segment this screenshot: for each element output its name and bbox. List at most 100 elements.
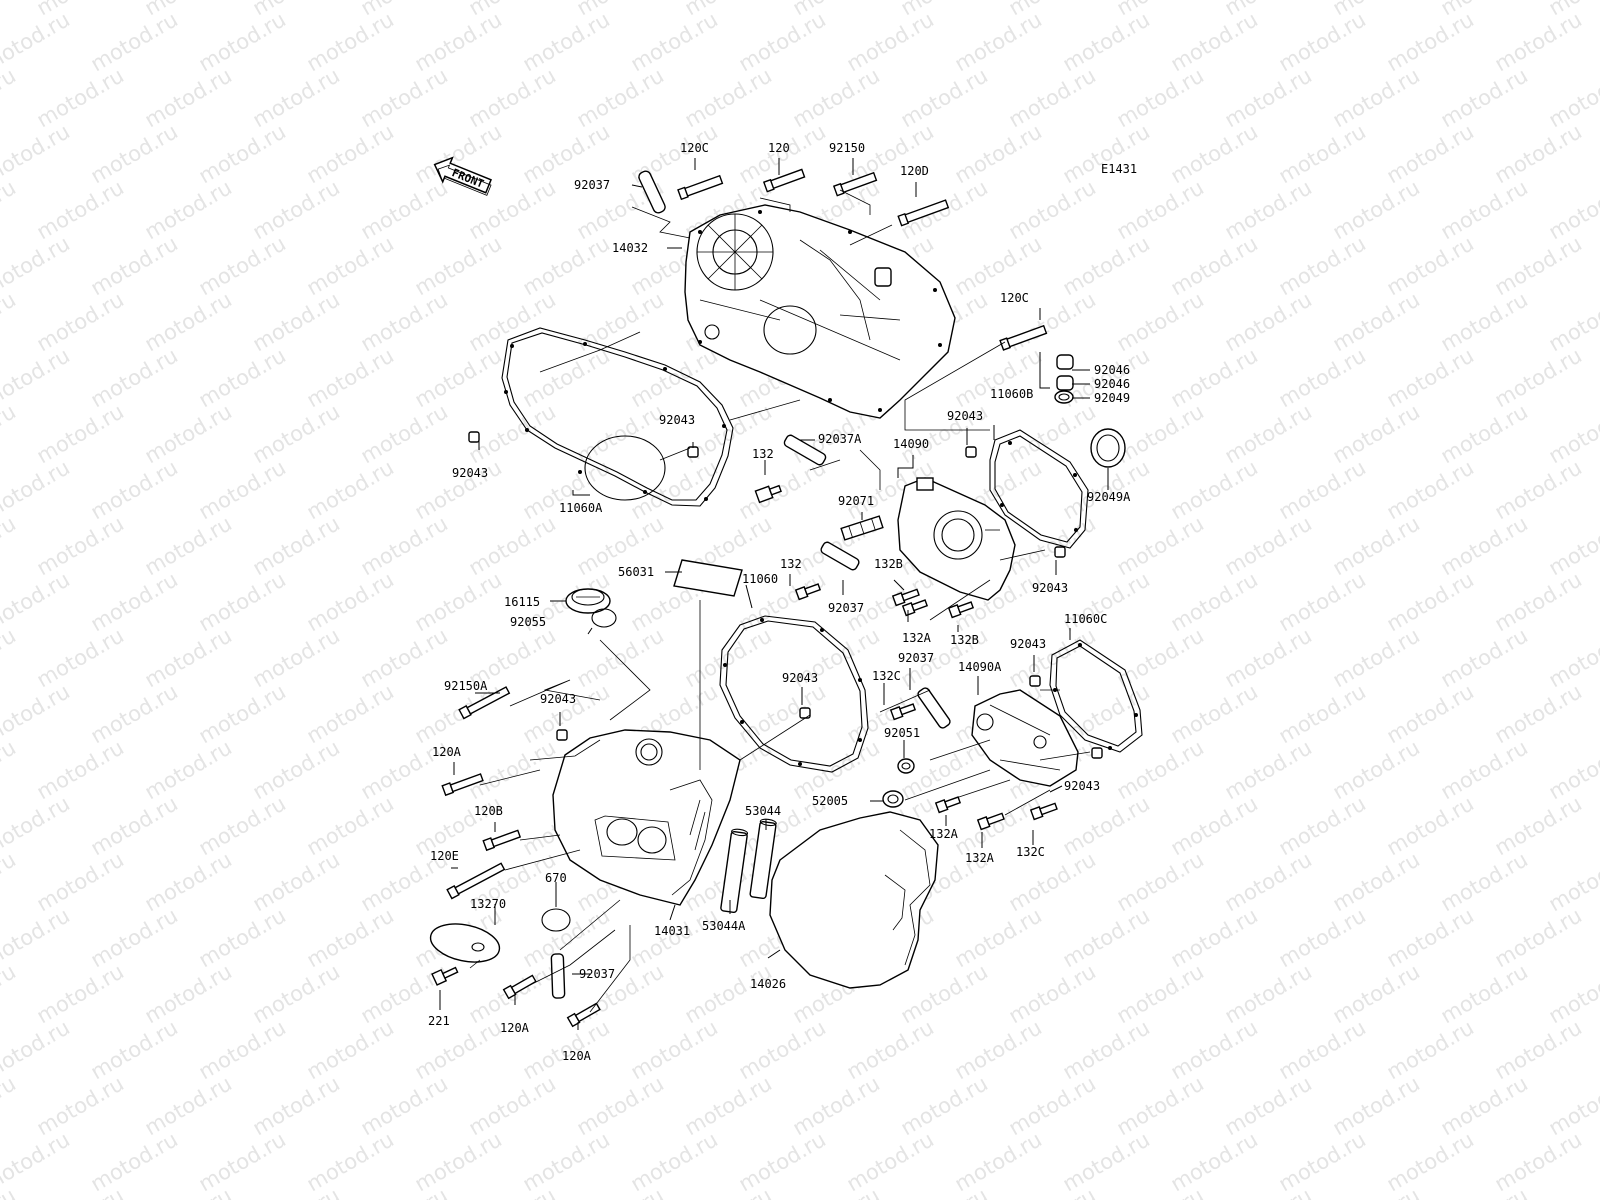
watermark-text: motod.ru — [141, 1183, 236, 1200]
label-13270: 13270 — [470, 897, 506, 911]
watermark-text: motod.ru — [0, 1015, 74, 1084]
watermark-text: motod.ru — [141, 399, 236, 468]
watermark-text: motod.ru — [681, 1071, 776, 1140]
label-92049: 92049 — [1094, 391, 1130, 405]
label-plate-56031 — [673, 559, 743, 597]
label-132B-b: 132B — [950, 633, 979, 647]
label-92037-r: 92037 — [898, 651, 934, 665]
watermark-text: motod.ru — [195, 119, 290, 188]
label-52005: 52005 — [812, 794, 848, 808]
watermark-text: motod.ru — [0, 903, 74, 972]
watermark-text: motod.ru — [33, 511, 128, 580]
watermark-text: motod.ru — [1491, 119, 1586, 188]
watermark-text: motod.ru — [195, 7, 290, 76]
watermark-text: motod.ru — [357, 287, 452, 356]
spacers-92046 — [1054, 354, 1074, 404]
watermark-text: motod.ru — [1491, 455, 1586, 524]
watermark-text: motod.ru — [789, 1183, 884, 1200]
watermark-text: motod.ru — [141, 959, 236, 1028]
watermark-text: motod.ru — [33, 959, 128, 1028]
watermark-text: motod.ru — [1005, 1183, 1100, 1200]
cover-14090A — [971, 689, 1079, 787]
watermark-text: motod.ru — [0, 1071, 20, 1140]
watermark-text: motod.ru — [1383, 7, 1478, 76]
label-92046-a: 92046 — [1094, 363, 1130, 377]
watermark-text: motod.ru — [1329, 175, 1424, 244]
watermark-text: motod.ru — [357, 511, 452, 580]
label-670: 670 — [545, 871, 567, 885]
watermark-text: motod.ru — [627, 7, 722, 76]
watermark-text: motod.ru — [87, 567, 182, 636]
watermark-text: motod.ru — [1437, 511, 1532, 580]
bolts-mid — [794, 583, 1058, 831]
watermark-text: motod.ru — [1329, 287, 1424, 356]
watermark-text: motod.ru — [0, 735, 20, 804]
watermark-text: motod.ru — [0, 623, 20, 692]
watermark-text: motod.ru — [411, 567, 506, 636]
watermark-text: motod.ru — [249, 623, 344, 692]
watermark-text: motod.ru — [0, 791, 74, 860]
watermark-text: motod.ru — [303, 1015, 398, 1084]
watermark-text: motod.ru — [951, 231, 1046, 300]
watermark-text: motod.ru — [1383, 1015, 1478, 1084]
watermark-text: motod.ru — [0, 175, 20, 244]
watermark-text: motod.ru — [1005, 959, 1100, 1028]
watermark-text: motod.ru — [843, 1015, 938, 1084]
label-14031: 14031 — [654, 924, 690, 938]
small-parts-right — [882, 687, 951, 808]
watermark-text: motod.ru — [573, 287, 668, 356]
watermark-text: motod.ru — [87, 455, 182, 524]
watermark-text: motod.ru — [573, 63, 668, 132]
watermark-text: motod.ru — [1437, 1183, 1532, 1200]
watermark-text: motod.ru — [735, 679, 830, 748]
watermark-text: motod.ru — [1383, 1127, 1478, 1196]
watermark-text: motod.ru — [303, 791, 398, 860]
watermark-text: motod.ru — [195, 1015, 290, 1084]
watermark-text: motod.ru — [1167, 903, 1262, 972]
watermark-text: motod.ru — [141, 511, 236, 580]
watermark-text: motod.ru — [1491, 679, 1586, 748]
gasket-11060B — [989, 429, 1089, 549]
watermark-text: motod.ru — [465, 1071, 560, 1140]
watermark-text: motod.ru — [0, 847, 20, 916]
watermark-text: motod.ru — [1329, 1183, 1424, 1200]
watermark-text: motod.ru — [0, 7, 74, 76]
watermark-text: motod.ru — [1059, 231, 1154, 300]
watermark-text: motod.ru — [1005, 1071, 1100, 1140]
watermark-text: motod.ru — [1113, 511, 1208, 580]
watermark-text: motod.ru — [1167, 455, 1262, 524]
watermark-text: motod.ru — [1005, 175, 1100, 244]
watermark-text: motod.ru — [141, 735, 236, 804]
label-92037-mid: 92037 — [828, 601, 864, 615]
watermark-text: motod.ru — [1329, 735, 1424, 804]
label-132A-a: 132A — [902, 631, 932, 645]
watermark-text: motod.ru — [843, 7, 938, 76]
watermark-text: motod.ru — [0, 399, 20, 468]
label-120B: 120B — [474, 804, 503, 818]
watermark-text: motod.ru — [0, 959, 20, 1028]
watermark-text: motod.ru — [1005, 399, 1100, 468]
watermark-text: motod.ru — [951, 119, 1046, 188]
watermark-text: motod.ru — [33, 735, 128, 804]
watermark-text: motod.ru — [1221, 63, 1316, 132]
watermark-text: motod.ru — [1221, 847, 1316, 916]
watermark-text: motod.ru — [573, 1183, 668, 1200]
watermark-text: motod.ru — [249, 735, 344, 804]
watermark-text: motod.ru — [1113, 1183, 1208, 1200]
watermark-text: motod.ru — [1167, 1015, 1262, 1084]
watermark-text: motod.ru — [1383, 791, 1478, 860]
bolts-left — [431, 686, 601, 1028]
gasket-11060A — [501, 327, 734, 507]
watermark-text: motod.ru — [249, 959, 344, 1028]
gasket-11060 — [719, 615, 869, 773]
watermark-text: motod.ru — [0, 63, 20, 132]
watermark-text: motod.ru — [357, 1183, 452, 1200]
watermark-text: motod.ru — [303, 679, 398, 748]
watermark-text: motod.ru — [303, 119, 398, 188]
watermark-text: motod.ru — [141, 623, 236, 692]
watermark-text: motod.ru — [627, 343, 722, 412]
watermark-text: motod.ru — [897, 1071, 992, 1140]
watermark-text: motod.ru — [1167, 343, 1262, 412]
watermark-text: motod.ru — [1383, 119, 1478, 188]
label-56031: 56031 — [618, 565, 654, 579]
